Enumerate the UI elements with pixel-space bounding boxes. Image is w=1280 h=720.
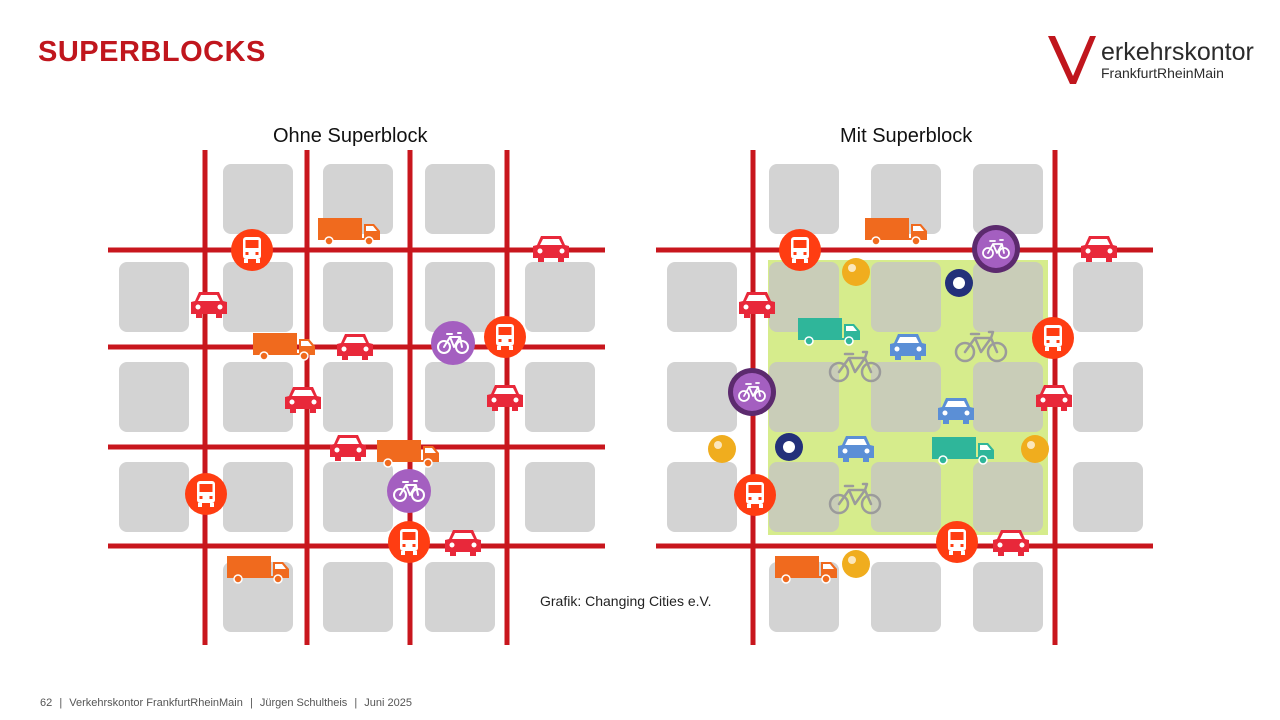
footer-author: Jürgen Schultheis xyxy=(259,697,348,709)
logo-subline: FrankfurtRheinMain xyxy=(1101,65,1224,81)
car-icon xyxy=(1081,236,1117,262)
footer: 62 | Verkehrskontor FrankfurtRheinMain |… xyxy=(40,697,416,709)
car-icon xyxy=(445,530,481,556)
graphic-credit: Grafik: Changing Cities e.V. xyxy=(540,593,712,609)
footer-date: Juni 2025 xyxy=(364,697,413,709)
bus-icon xyxy=(185,473,227,515)
slide-title: SUPERBLOCKS xyxy=(38,36,266,68)
bus-icon xyxy=(388,521,430,563)
city-blocks xyxy=(119,164,595,632)
bus-icon xyxy=(231,229,273,271)
bicycle-icon xyxy=(727,367,777,417)
footer-separator: | xyxy=(249,697,253,709)
logo-wordmark: erkehrskontor xyxy=(1101,38,1254,66)
bicycle-icon xyxy=(430,320,476,366)
panel-title-with: Mit Superblock xyxy=(840,125,973,147)
bus-icon xyxy=(779,229,821,271)
footer-organization: Verkehrskontor FrankfurtRheinMain xyxy=(69,697,243,709)
bench-icon xyxy=(1021,435,1049,463)
footer-separator: | xyxy=(59,697,63,709)
bench-icon xyxy=(842,258,870,286)
bollard-icon xyxy=(775,433,803,461)
verkehrskontor-logo: erkehrskontor FrankfurtRheinMain xyxy=(1046,32,1254,92)
car-icon xyxy=(337,334,373,360)
bicycle-icon xyxy=(386,468,432,514)
bus-icon xyxy=(936,521,978,563)
bench-icon xyxy=(842,550,870,578)
bench-icon xyxy=(708,435,736,463)
bus-icon xyxy=(734,474,776,516)
bicycle-icon xyxy=(971,224,1021,274)
panel-title-without: Ohne Superblock xyxy=(273,125,428,147)
car-icon xyxy=(330,435,366,461)
logo-v-mark xyxy=(1048,36,1096,84)
car-icon xyxy=(533,236,569,262)
map-with-superblock xyxy=(656,150,1153,645)
footer-separator: | xyxy=(354,697,358,709)
bus-icon xyxy=(484,316,526,358)
map-without-superblock xyxy=(108,150,605,645)
car-icon xyxy=(191,292,227,318)
bus-icon xyxy=(1032,317,1074,359)
page-number: 62 xyxy=(40,697,53,709)
bollard-icon xyxy=(945,269,973,297)
